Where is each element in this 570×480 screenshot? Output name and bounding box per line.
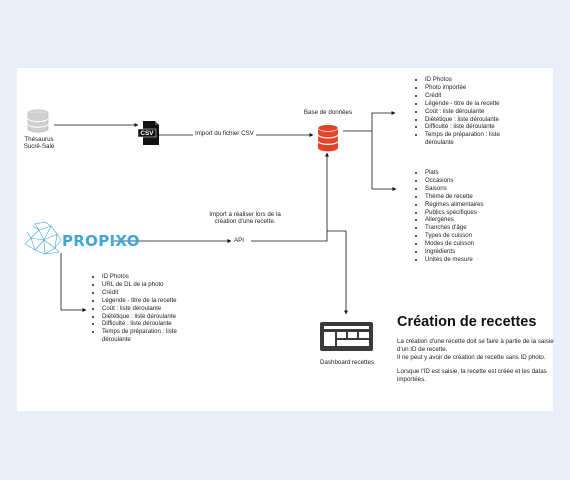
creation-title: Création de recettes [397,314,537,330]
list-item: Crédit [102,289,212,297]
list-categories: Plats Occasions Saisons Thème de recette… [416,169,535,264]
list-item: Crédit [425,92,565,100]
list-item: Régimes alimentaires [425,201,535,209]
import-note-line2: création d'une recette. [214,218,276,226]
lion-logo [24,221,62,255]
list-item: Légende - titre de la recette [102,297,212,305]
database-grey-icon [27,109,49,133]
thesaurus-label: Thésaurus Sucré-Salé [17,136,61,151]
list-item: Allergènes [425,216,535,224]
list-item: Temps de préparation : liste déroulante [425,131,521,147]
list-item: ID Photos [102,273,212,281]
list-item: Publics spécifiques [425,209,535,217]
import-note: Import à réaliser lors de la création d'… [195,211,295,226]
list-item: Occasions [425,177,535,185]
list-item: Coût : liste déroulante [425,108,565,116]
edge-label-import-csv: Import du fichier CSV [193,130,256,138]
import-note-line1: Import à réaliser lors de la [209,211,281,218]
list-item: Unités de mesure [425,256,535,264]
list-item: ID Photos [425,76,565,84]
creation-para-1: La création d'une recette doit se faire … [397,338,554,353]
list-item: Types de cuisson [425,232,535,240]
thesaurus-label-line2: Sucré-Salé [23,143,55,151]
list-item: Difficulté : liste déroulante [425,123,565,131]
list-propixo: ID Photos URL de DL de la photo Crédit L… [93,273,212,344]
edge-base-categories [371,131,397,191]
list-item: Diététique : liste déroulante [425,116,565,124]
list-item: Coût : liste déroulante [102,305,212,313]
edge-propixo-list [60,253,87,312]
propixo-logo-text: PROPIXO [62,232,140,250]
diagram-canvas: Thésaurus Sucré-Salé CSV Import du fichi… [17,68,554,411]
list-item: Ingrédients [425,248,535,256]
list-item: Saisons [425,185,535,193]
csv-file-icon [137,121,159,145]
list-item: Temps de préparation : liste déroulante [102,328,196,344]
edge-api-dashboard [327,230,348,315]
list-item: Difficulté : liste déroulante [102,320,212,328]
dashboard-label: Dashboard recettes [320,359,374,366]
list-item: Modes de cuisson [425,240,535,248]
list-item: Photo importée [425,84,565,92]
list-item: Diététique : liste déroulante [102,313,212,321]
thesaurus-label-line1: Thésaurus [24,136,54,143]
edge-label-api: API [233,237,245,245]
list-item: URL de DL de la photo [102,281,212,289]
database-red-icon [317,124,339,152]
creation-text: La création d'une recette doit se faire … [397,338,561,384]
connector-layer [24,109,397,351]
list-item: Thème de recette [425,193,535,201]
dashboard-icon [320,322,373,351]
base-label: Base de données [303,109,353,116]
csv-text: CSV [140,129,154,137]
edge-base-photos [343,111,396,132]
list-item: Tranches d'âge [425,224,535,232]
list-item: Légende - titre de la recette [425,100,565,108]
list-photos: ID Photos Photo importée Crédit Légende … [416,76,565,147]
list-item: Plats [425,169,535,177]
creation-para-2: Il ne peut y avoir de création de recett… [397,354,546,361]
creation-para-3: Lorsque l'ID est saisie, la recette est … [397,368,547,383]
edge-api-base [251,152,329,242]
